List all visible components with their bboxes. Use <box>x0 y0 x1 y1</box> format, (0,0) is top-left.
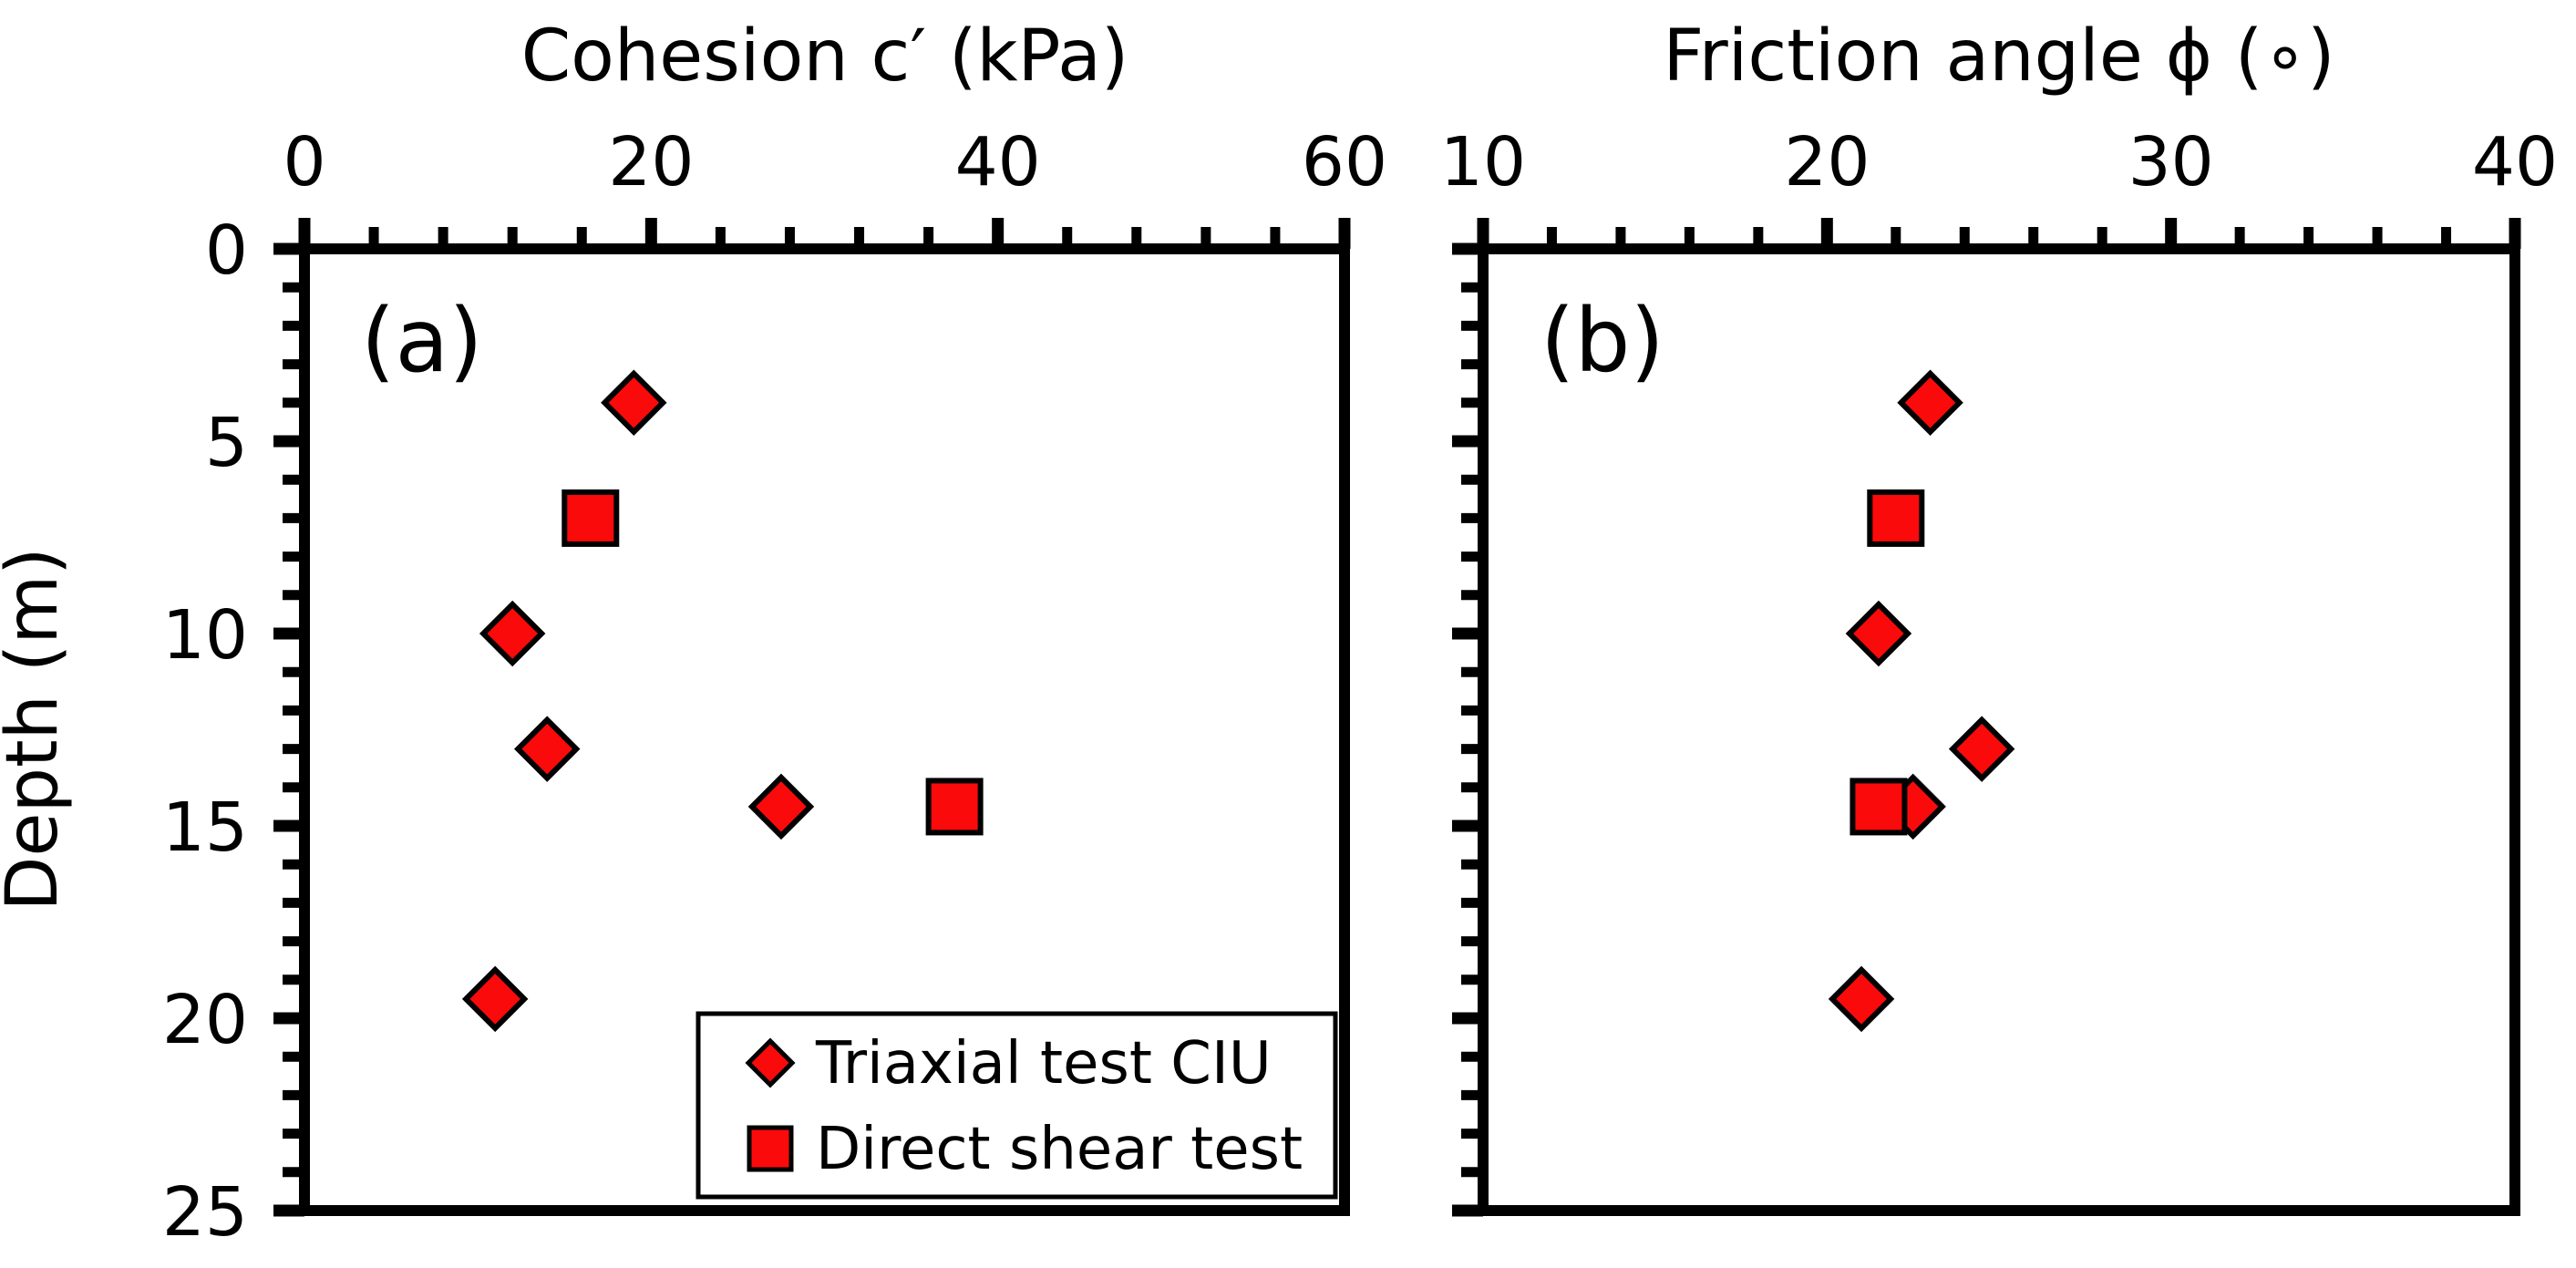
friction-data-points <box>1828 369 2015 1033</box>
triaxial-test-point <box>1897 369 1963 437</box>
panel-a-label: (a) <box>361 290 483 392</box>
friction-angle-chart: 10 20 30 40 Friction angle ϕ (∘) (b) <box>1440 15 2558 1217</box>
x-tick-label: 0 <box>283 123 325 201</box>
x-tick-label: 40 <box>2472 123 2558 201</box>
legend: Triaxial test CIU Direct shear test <box>696 1011 1338 1200</box>
panel-b-label: (b) <box>1540 290 1664 392</box>
x-tick-label: 60 <box>1302 123 1387 201</box>
triaxial-test-point <box>1845 600 1912 667</box>
x-tick-label: 40 <box>955 123 1041 201</box>
direct-shear-test-point <box>562 489 620 547</box>
friction-axis-title: Friction angle ϕ (∘) <box>1663 15 2334 98</box>
x-tick-label: 20 <box>1784 123 1870 201</box>
depth-tick-label: 10 <box>162 596 248 675</box>
direct-shear-test-point <box>925 778 984 836</box>
friction-plot-area <box>1478 243 2520 1216</box>
triaxial-test-point <box>513 716 581 782</box>
triaxial-test-point <box>479 600 546 667</box>
direct-shear-test-point <box>1867 489 1925 547</box>
direct-shear-test-point <box>1850 778 1908 836</box>
cohesion-axis-ticks <box>273 218 1351 1217</box>
cohesion-plot-area <box>299 243 1350 1216</box>
cohesion-x-tick-labels: 0 20 40 60 <box>283 123 1387 201</box>
legend-diamond-icon <box>745 1037 796 1088</box>
legend-box <box>696 1011 1338 1200</box>
triaxial-test-point <box>747 773 815 840</box>
triaxial-test-point <box>461 965 529 1033</box>
x-tick-label: 20 <box>608 123 694 201</box>
legend-entry-direct-shear: Direct shear test <box>816 1116 1303 1183</box>
triaxial-test-point <box>1948 716 2015 782</box>
depth-tick-label: 15 <box>162 789 248 867</box>
cohesion-chart: 0 20 40 60 0 5 10 15 20 25 Cohesion c′ (kPa) (a)… <box>162 15 1387 1252</box>
friction-axis-ticks <box>1452 218 2521 1217</box>
cohesion-data-points <box>461 369 984 1033</box>
legend-entry-triaxial: Triaxial test CIU <box>815 1030 1272 1098</box>
triaxial-test-point <box>1828 965 1895 1033</box>
depth-tick-label: 20 <box>162 981 248 1059</box>
depth-tick-label: 5 <box>205 404 248 482</box>
depth-axis-label: Depth (m) <box>0 547 74 911</box>
friction-x-tick-labels: 10 20 30 40 <box>1440 123 2558 201</box>
triaxial-test-point <box>601 369 667 437</box>
depth-tick-label: 25 <box>162 1173 248 1252</box>
depth-tick-labels: 0 5 10 15 20 25 <box>162 211 248 1252</box>
x-tick-label: 30 <box>2128 123 2214 201</box>
legend-square-icon <box>747 1125 794 1172</box>
x-tick-label: 10 <box>1440 123 1526 201</box>
depth-tick-label: 0 <box>205 211 248 290</box>
cohesion-axis-title: Cohesion c′ (kPa) <box>521 15 1129 98</box>
